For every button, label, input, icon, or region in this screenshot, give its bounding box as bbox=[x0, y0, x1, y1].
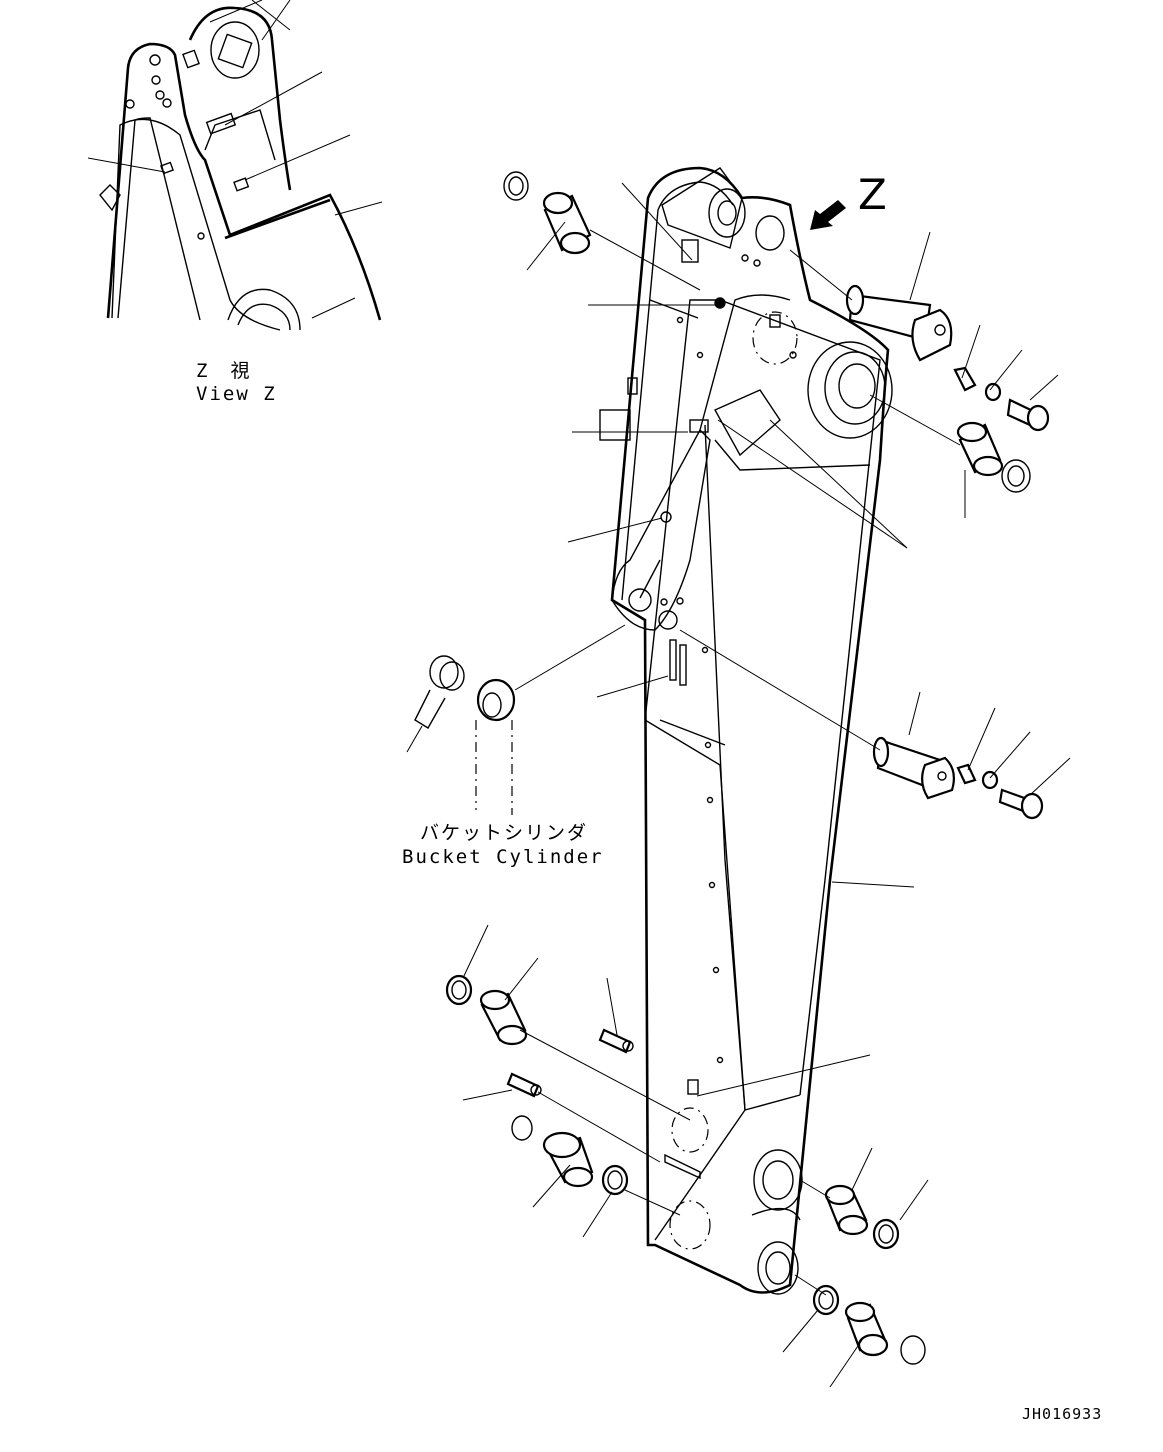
bushing-top-left bbox=[542, 191, 592, 255]
arm-body bbox=[599, 166, 893, 1295]
view-z-english-label: View Z bbox=[196, 383, 277, 405]
view-z-japanese-label: Z 視 bbox=[196, 360, 252, 382]
grease-fitting-lower bbox=[598, 1028, 634, 1054]
view-z-letter: Z bbox=[858, 170, 887, 219]
loose-parts bbox=[414, 171, 1050, 1365]
seal-ring-lower bbox=[445, 974, 473, 1006]
drawing-number: JH016933 bbox=[1022, 1405, 1103, 1423]
flanged-bushing-bottom bbox=[844, 1301, 889, 1357]
flanged-bushing bbox=[542, 1131, 594, 1188]
bolt-mid bbox=[998, 788, 1044, 820]
seal-ring-bottom-2 bbox=[900, 1335, 926, 1365]
grease-fitting-left bbox=[506, 1072, 542, 1098]
bushing-lower-left bbox=[479, 989, 528, 1046]
lock-plate bbox=[953, 366, 977, 392]
view-z-inset bbox=[87, 0, 383, 331]
bucket-cylinder-rod bbox=[414, 655, 516, 815]
bushing-right bbox=[956, 421, 1004, 477]
bushing-lower-right bbox=[824, 1184, 869, 1236]
washer-mid bbox=[981, 770, 999, 790]
washer bbox=[984, 382, 1002, 402]
seal-ring-bottom bbox=[812, 1284, 840, 1316]
leader-lines bbox=[406, 182, 1071, 1388]
bolt-top bbox=[1006, 398, 1050, 432]
seal-ring-right bbox=[1001, 459, 1031, 493]
pin-mid-right bbox=[872, 736, 955, 800]
seal-ring-small bbox=[511, 1115, 533, 1141]
bucket-cylinder-japanese-label: バケットシリンダ bbox=[420, 822, 589, 844]
seal-ring-top bbox=[503, 171, 529, 201]
pin-top-right bbox=[845, 284, 953, 362]
seal-ring-lower-right bbox=[872, 1218, 900, 1250]
seal-ring-lower-2 bbox=[601, 1164, 629, 1196]
lock-plate-mid bbox=[956, 763, 977, 785]
bucket-cylinder-english-label: Bucket Cylinder bbox=[402, 846, 604, 868]
view-z-arrow bbox=[810, 200, 846, 230]
